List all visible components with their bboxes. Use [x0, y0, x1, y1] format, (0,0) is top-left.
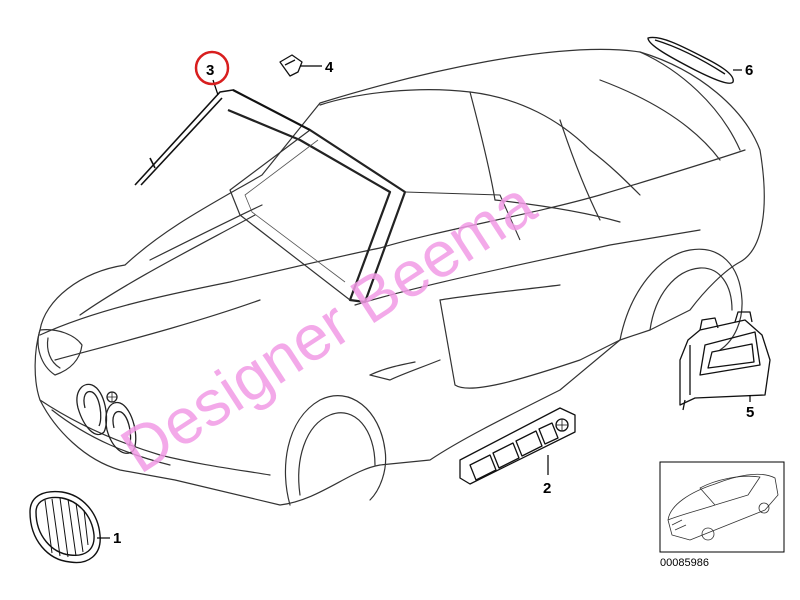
part-5-bracket: [679, 311, 771, 411]
part-2-side-gill: [459, 407, 576, 485]
callout-1: 1: [113, 530, 121, 547]
car-kidney-grilles: [76, 383, 137, 454]
inset-reference-number: 00085986: [660, 557, 709, 569]
part-6-trim-strip: [647, 36, 734, 84]
leader-lines: [97, 65, 751, 539]
callout-2: 2: [543, 480, 551, 497]
part-1-kidney-grille: [29, 490, 101, 564]
callout-3-highlight-ring: [194, 50, 230, 86]
callout-5: 5: [746, 404, 754, 421]
inset-thumbnail: 00085986: [659, 461, 785, 569]
callout-4: 4: [325, 59, 334, 76]
windshield-frame: [227, 89, 521, 304]
part-3-windshield-seal: [134, 89, 311, 186]
callout-6: 6: [745, 62, 753, 79]
callout-3: 3: [206, 62, 214, 79]
part-4-clip: [279, 54, 303, 77]
callout-labels: 1 2 3 4 5 6: [113, 59, 754, 547]
car-body-outline: [34, 48, 765, 506]
